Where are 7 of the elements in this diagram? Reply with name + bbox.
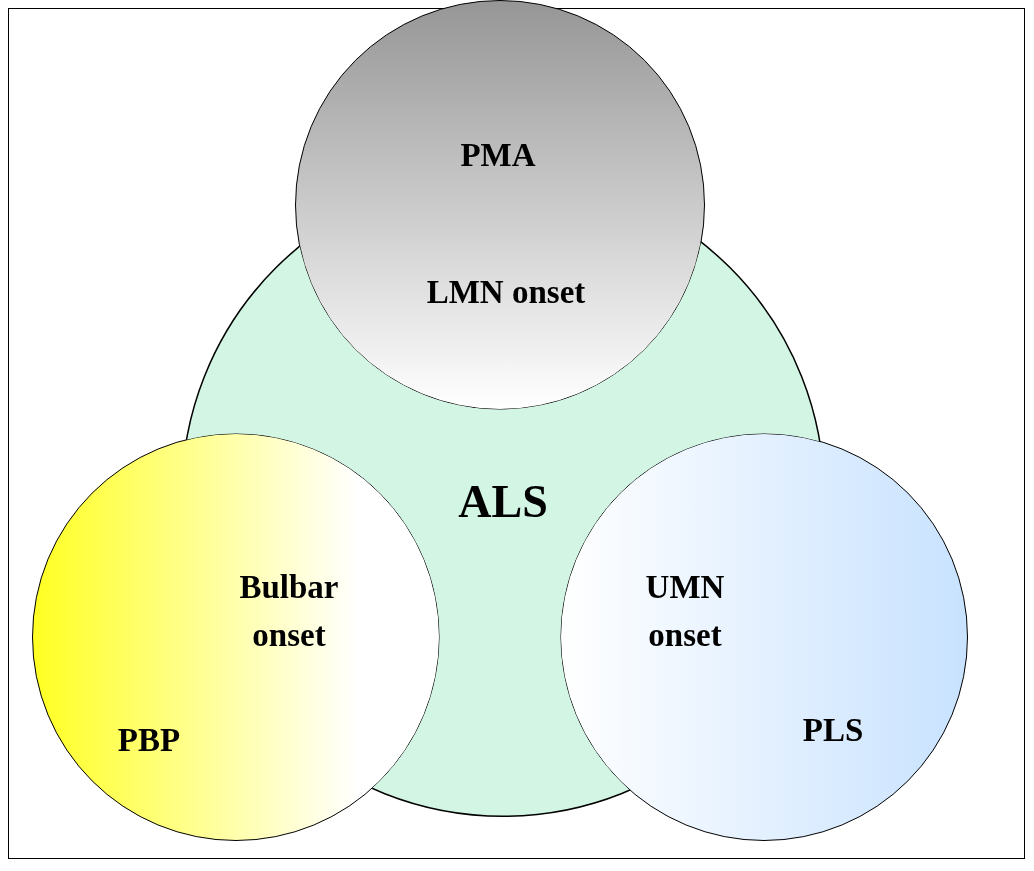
circle-label: PLS (801, 711, 865, 750)
circle-label: LMN onset (425, 273, 587, 312)
circle-label: PMA (459, 136, 537, 175)
circle-label: Bulbar onset (238, 568, 340, 655)
circle-label: ALS (457, 474, 549, 529)
circle-label: UMN onset (644, 568, 726, 655)
circle-label: PBP (116, 721, 182, 760)
